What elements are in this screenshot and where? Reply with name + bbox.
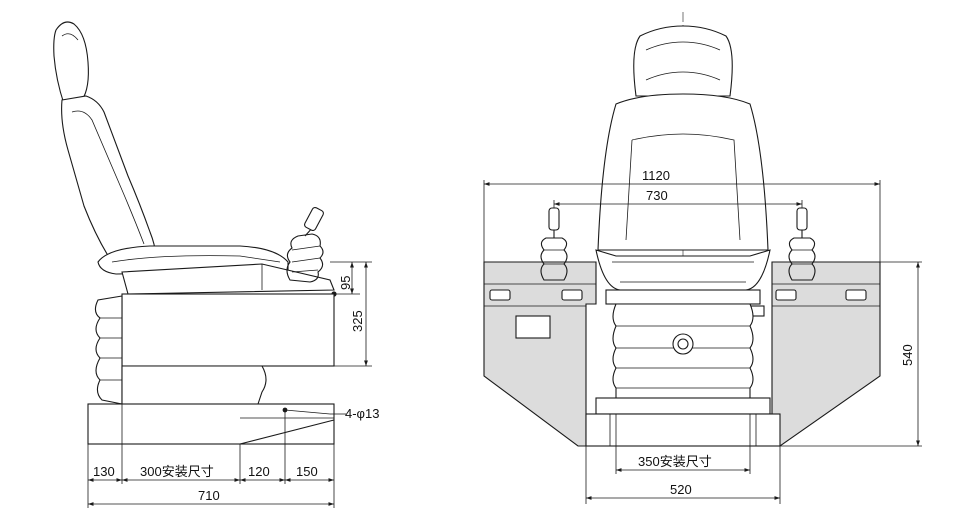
dim-325: 325 [350, 310, 365, 332]
front-view: 1120 730 540 350安装尺寸 520 [483, 12, 922, 504]
dim-350: 350安装尺寸 [638, 454, 712, 469]
dim-150: 150 [296, 464, 318, 479]
side-base-plate [87, 403, 335, 445]
dim-95: 95 [338, 276, 353, 290]
front-base-plate [585, 413, 781, 447]
dim-300: 300安装尺寸 [140, 464, 214, 479]
front-headrest [633, 25, 733, 97]
front-base-rail [595, 397, 771, 415]
dim-130: 130 [93, 464, 115, 479]
front-cushion [595, 249, 771, 291]
dim-520: 520 [670, 482, 692, 497]
side-suspension-block [121, 365, 267, 405]
front-right-joystick [788, 207, 816, 281]
side-backrest [61, 95, 156, 269]
dim-120: 120 [248, 464, 270, 479]
side-view: 4-φ13 95 325 130 300安装尺寸 120 150 710 [53, 21, 379, 508]
front-left-panel [515, 315, 551, 339]
side-console-top [121, 263, 335, 295]
dim-1120: 1120 [642, 168, 670, 183]
dim-730: 730 [646, 188, 668, 203]
front-backrest [597, 93, 769, 251]
dim-710: 710 [198, 488, 220, 503]
side-headrest [53, 21, 89, 105]
dim-hole-label: 4-φ13 [345, 406, 379, 421]
side-console-box [121, 293, 335, 367]
dim-540: 540 [900, 344, 915, 366]
front-left-joystick [540, 207, 568, 281]
side-bellows [94, 295, 123, 405]
front-left-console [483, 261, 597, 447]
front-slide-rail [605, 289, 761, 305]
